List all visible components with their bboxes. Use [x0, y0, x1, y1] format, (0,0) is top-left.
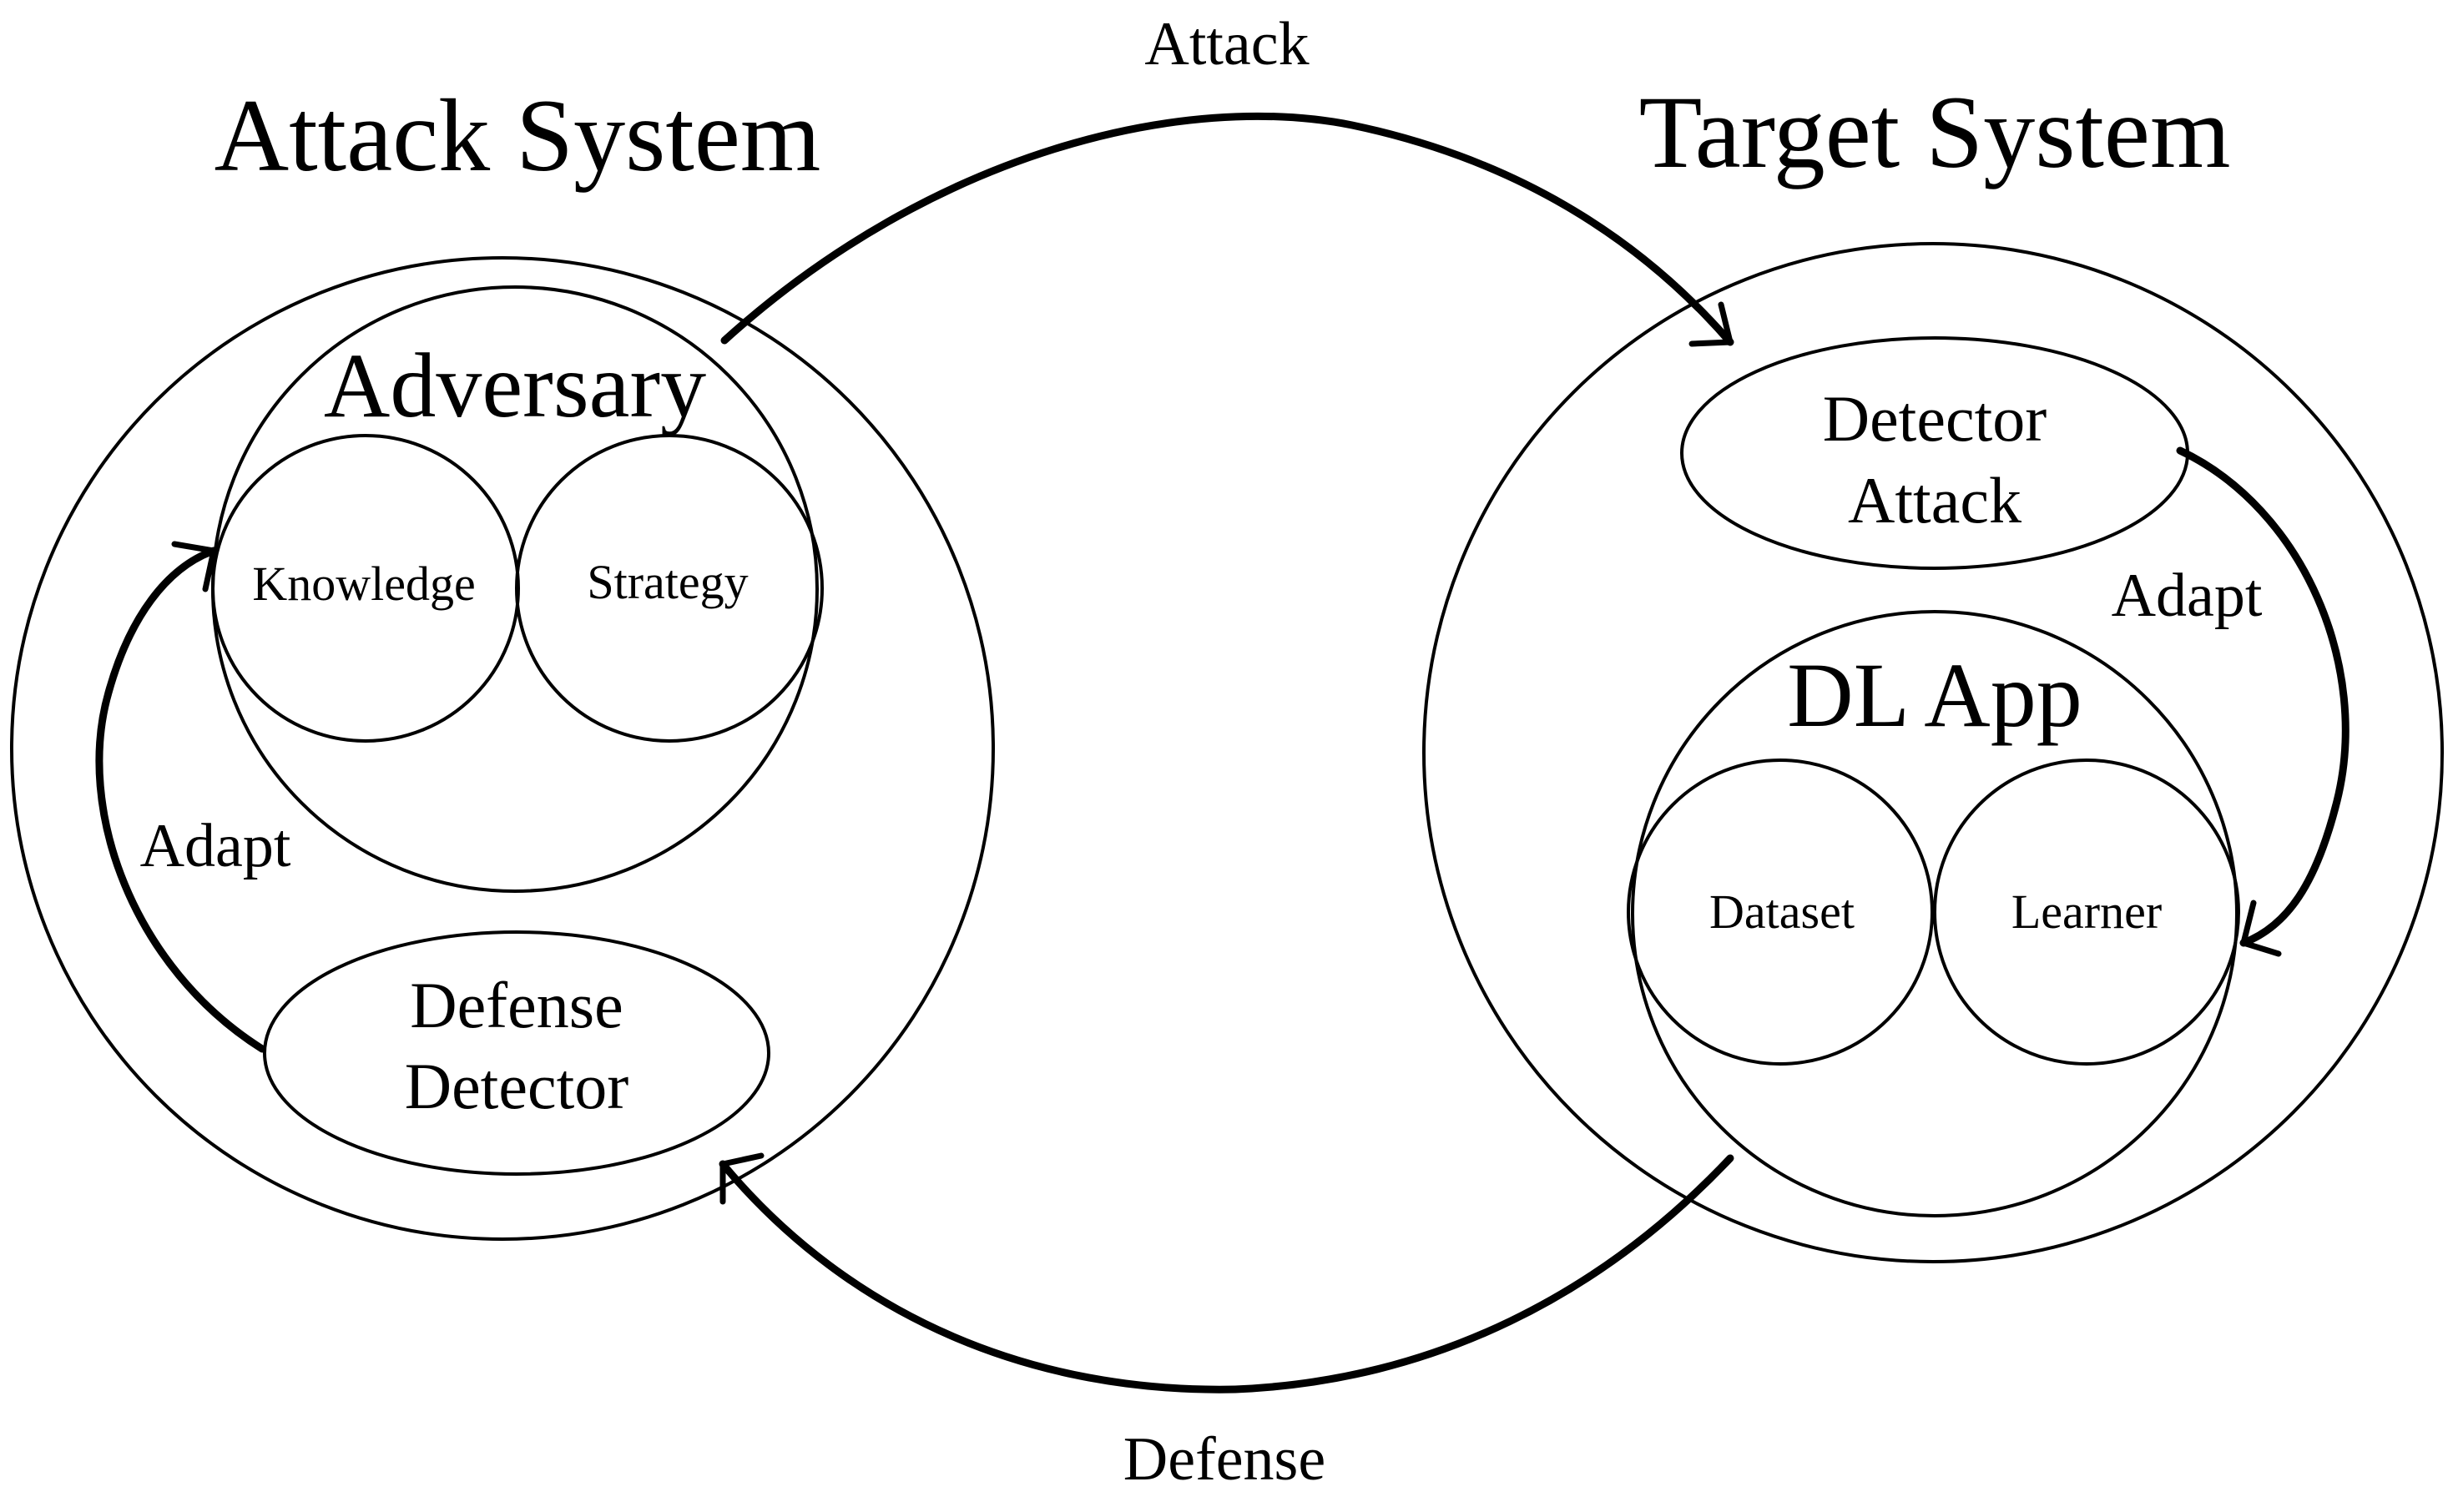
defense-detector-ellipse — [263, 930, 770, 1176]
defense-detector-label-line1: Defense — [410, 969, 623, 1041]
detector-attack-node: Detector Attack — [1680, 336, 2189, 570]
defense-detector-label-line2: Detector — [405, 1050, 629, 1122]
dl-app-label: DL App — [1787, 644, 2082, 746]
attack-arrow — [720, 112, 1734, 346]
attack-system: Attack System Adversary Knowledge Strate… — [10, 78, 995, 1241]
knowledge-label: Knowledge — [252, 557, 475, 611]
defense-arrow — [719, 1154, 1734, 1394]
target-system: Target System Detector Attack DL App Dat… — [1422, 75, 2444, 1263]
detector-attack-label-line2: Attack — [1848, 464, 2021, 537]
target-system-title: Target System — [1639, 75, 2231, 189]
dataset-circle — [1627, 759, 1934, 1066]
attack-system-title: Attack System — [215, 78, 821, 193]
adapt-arrow-right-head — [2240, 900, 2282, 957]
attack-arrow-head — [1688, 301, 1734, 347]
dataset-label: Dataset — [1709, 885, 1855, 939]
dl-app-node: DL App Dataset Learner — [1627, 610, 2240, 1217]
adversary-label: Adversary — [324, 335, 706, 436]
learner-label: Learner — [2011, 885, 2162, 939]
detector-attack-label-line1: Detector — [1823, 382, 2047, 455]
adapt-arrow-right — [2176, 446, 2350, 947]
adversary-node: Adversary Knowledge Strategy — [211, 285, 824, 893]
defense-edge: Defense — [719, 1152, 1734, 1494]
defense-arrow-head — [719, 1152, 765, 1205]
strategy-label: Strategy — [587, 555, 748, 609]
adapt-arrow-left-head — [171, 541, 217, 592]
target-system-circle — [1422, 242, 2444, 1263]
attack-edge-label: Attack — [1144, 10, 1309, 78]
defense-detector-node: Defense Detector — [263, 930, 770, 1176]
attack-system-circle — [10, 256, 995, 1241]
defense-edge-label: Defense — [1123, 1425, 1325, 1494]
strategy-circle — [515, 434, 824, 743]
learner-circle — [1933, 759, 2240, 1066]
adapt-arrow-left — [95, 547, 266, 1053]
adapt-label-right: Adapt — [2112, 562, 2263, 630]
adapt-label-left: Adapt — [140, 812, 291, 880]
attack-edge: Attack — [720, 10, 1734, 347]
